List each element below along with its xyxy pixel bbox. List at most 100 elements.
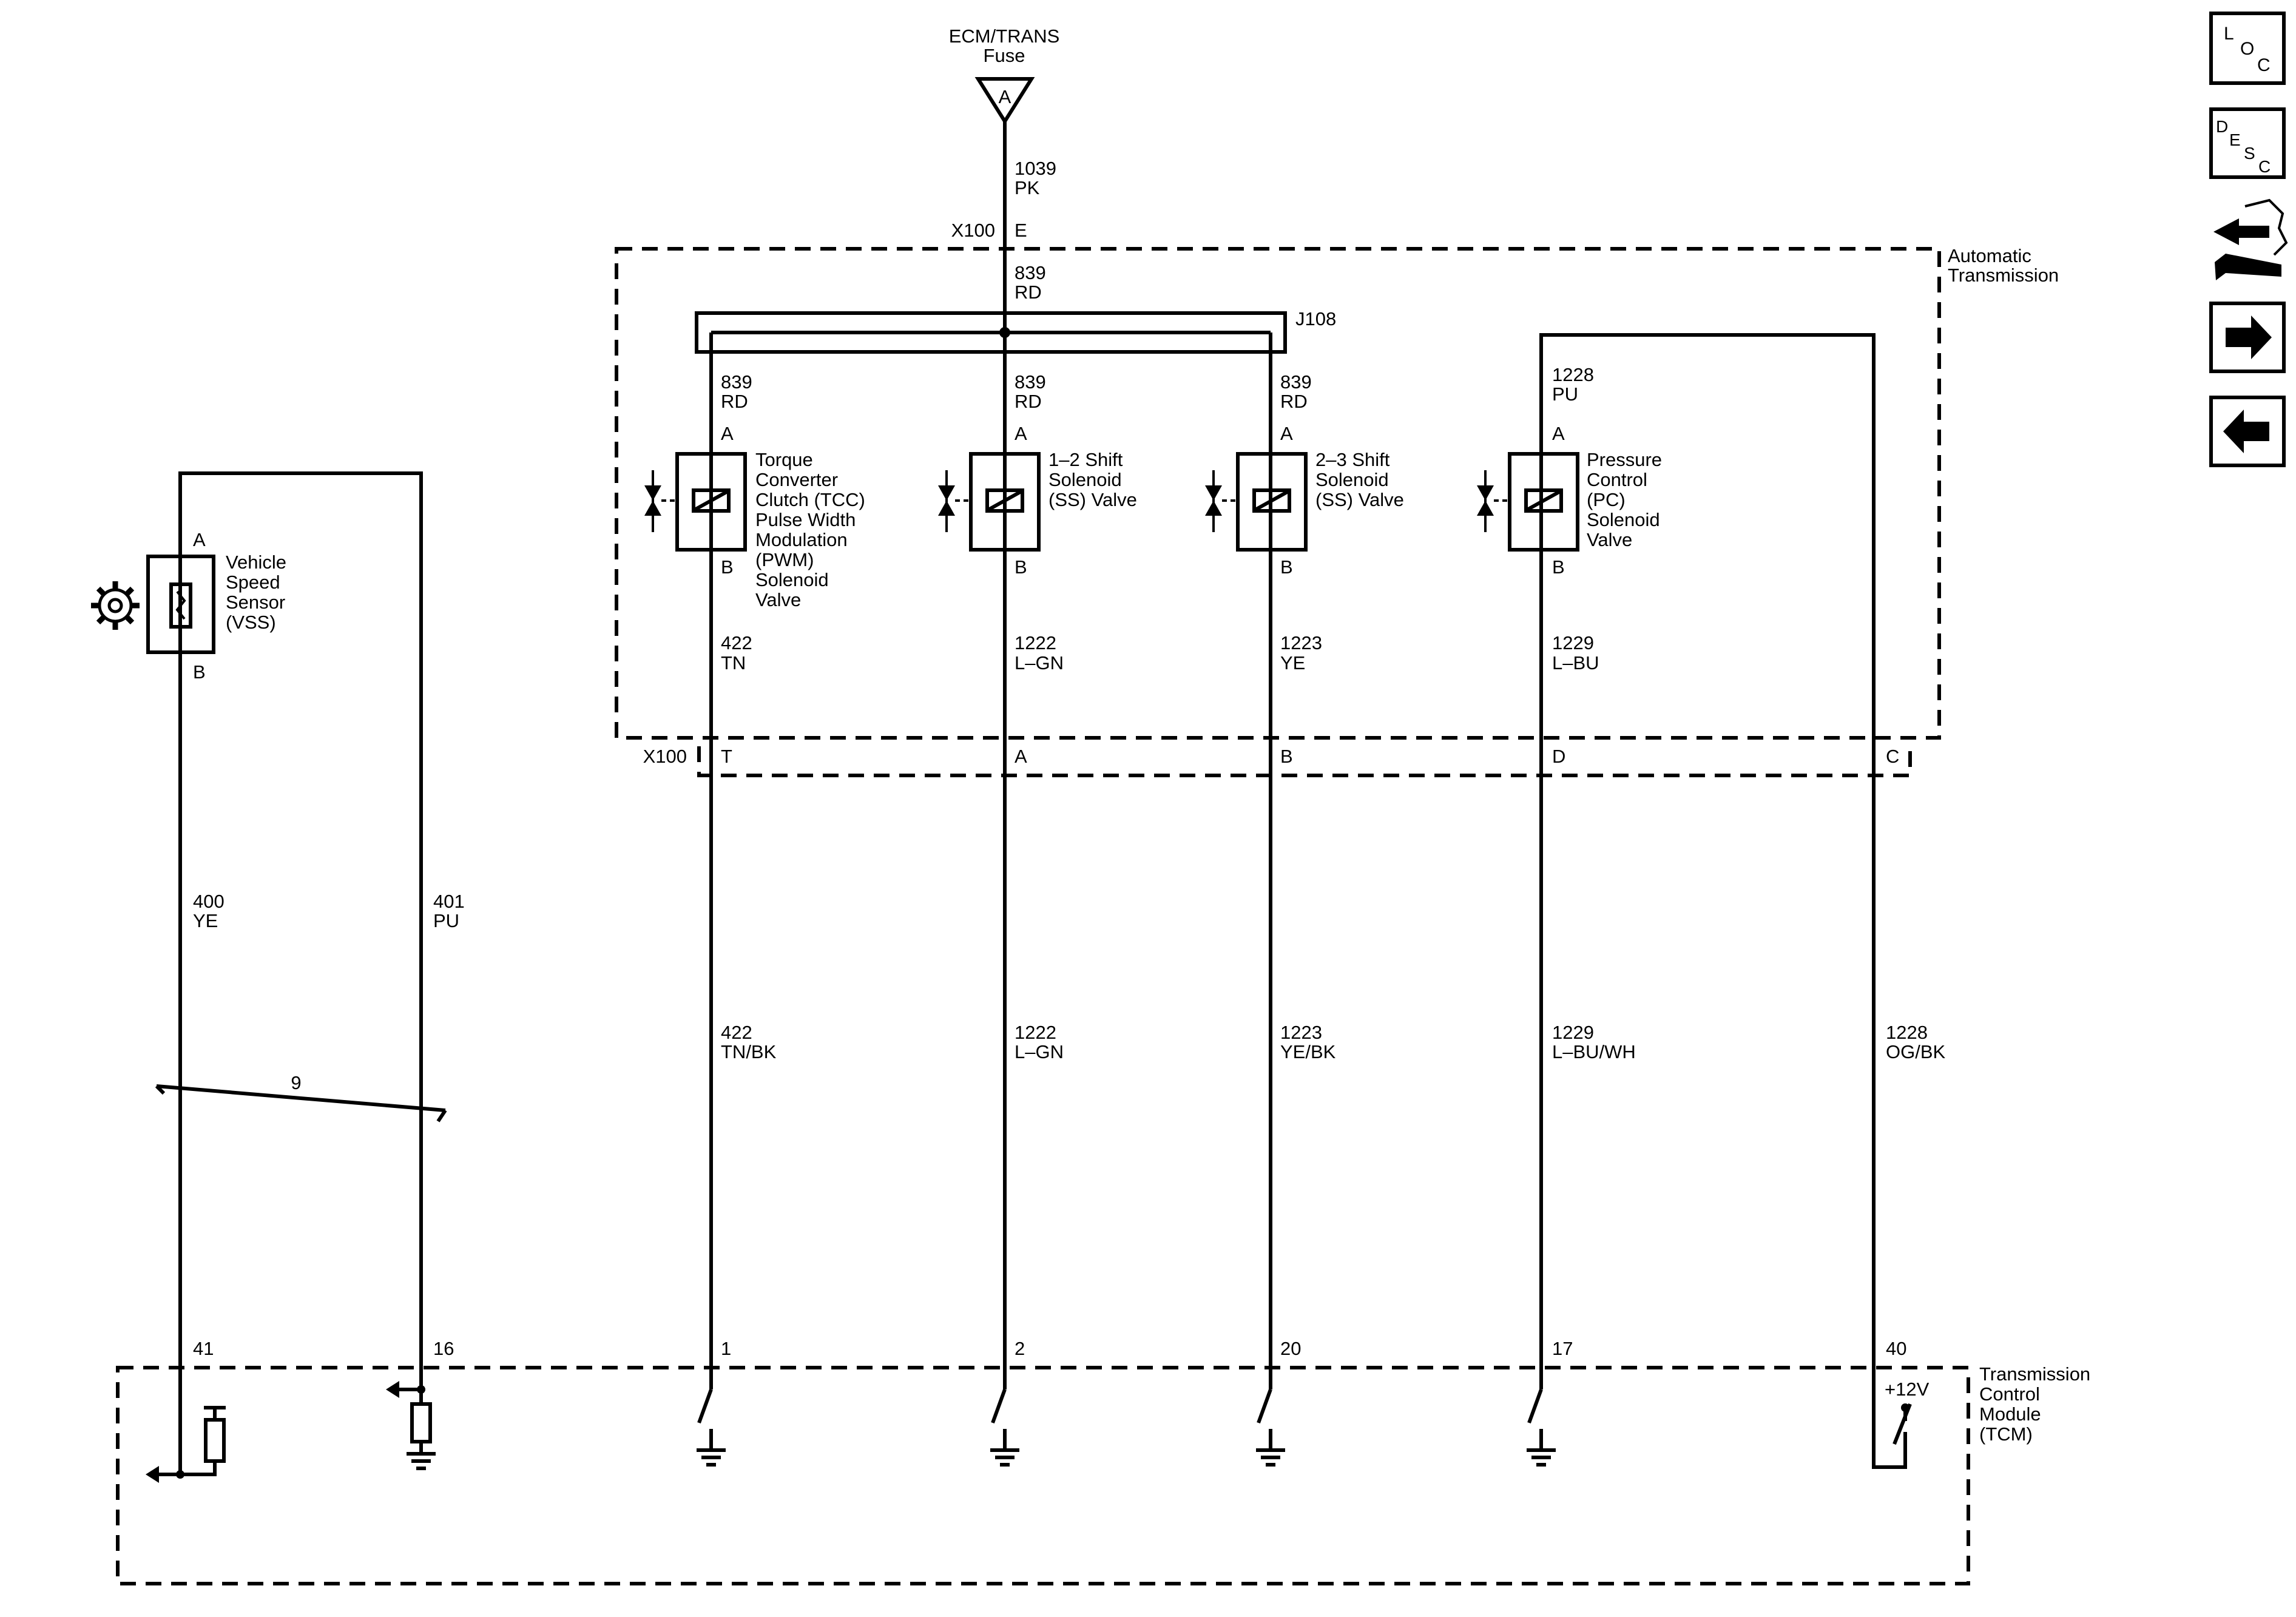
pc-supply-switch — [1893, 1403, 1912, 1445]
pc-name-3: Solenoid — [1587, 509, 1660, 530]
vss-pin-a: A — [193, 529, 206, 550]
vss-name-0: Vehicle — [226, 552, 286, 573]
pc-name-2: (PC) — [1587, 489, 1626, 510]
auto-trans-label-line1: Automatic — [1948, 245, 2031, 266]
ss23-name-0: 2–3 Shift — [1315, 449, 1390, 470]
tcc-harness-circuit: 422 — [721, 1022, 752, 1043]
fuse-terminal-label: A — [999, 86, 1011, 107]
ss23-color: RD — [1280, 391, 1308, 412]
tcm-boundary — [116, 1366, 1970, 1585]
pc-pin-b: B — [1552, 556, 1565, 578]
arrow-right-icon — [2226, 316, 2272, 359]
solenoid-pc: 1228 PU A B Pressure Control (PC) Soleno… — [1477, 333, 1907, 1469]
ss12-coil-slash — [987, 490, 1022, 511]
vss-name-1: Speed — [226, 572, 280, 593]
tcm-label-line0: Transmission — [1979, 1363, 2090, 1385]
tcc-pin-b: B — [721, 556, 734, 578]
twisted-pair-marker — [155, 1084, 447, 1122]
gear-icon — [91, 581, 140, 630]
tcc-x100-pin: T — [721, 746, 732, 767]
pc-coil — [1524, 488, 1563, 513]
top-circuit-number: 1039 — [1015, 158, 1056, 179]
pc-name-0: Pressure — [1587, 449, 1662, 470]
ss23-circuit: 839 — [1280, 371, 1312, 393]
feed-circuit-number: 839 — [1015, 262, 1046, 283]
fuse-name-line2: Fuse — [984, 45, 1025, 66]
ss23-driver-switch — [1257, 1388, 1272, 1424]
twisted-pair-label: 9 — [291, 1072, 301, 1093]
vss-body — [146, 555, 215, 654]
ss12-solenoid-body — [969, 452, 1041, 552]
vss-element — [169, 582, 192, 629]
loc-button[interactable]: L O C — [2209, 12, 2286, 85]
fuse-name-line1: ECM/TRANS — [949, 25, 1060, 47]
vss-wire2-number: 401 — [433, 891, 465, 912]
ss12-name-1: Solenoid — [1048, 469, 1122, 490]
tcc-name-1: Converter — [755, 469, 838, 490]
tcc-valve-icon — [644, 470, 677, 532]
vss-element-zigzag — [175, 590, 186, 620]
desc-button[interactable]: D E S C — [2209, 107, 2286, 179]
pc-circuit: 1228 — [1552, 364, 1594, 385]
vss-name-2: Sensor — [226, 592, 285, 613]
x100-lower-label: X100 — [643, 746, 687, 767]
ss23-harness-color: YE/BK — [1280, 1041, 1336, 1062]
tcc-name-5: (PWM) — [755, 549, 814, 570]
tcc-out-color: TN — [721, 652, 746, 673]
ss23-x100-pin: B — [1280, 746, 1293, 767]
desc-letter-c: C — [2258, 157, 2271, 176]
tcc-coil-slash — [694, 490, 729, 511]
vss-wire1-number: 400 — [193, 891, 225, 912]
loc-letter-c: C — [2257, 55, 2271, 75]
ss23-out-circuit: 1223 — [1280, 632, 1322, 653]
pc-name-4: Valve — [1587, 529, 1632, 550]
tcc-name-6: Solenoid — [755, 569, 829, 590]
tcc-solenoid-body — [675, 452, 747, 552]
splice-label: J108 — [1295, 308, 1336, 329]
ss12-driver-switch — [991, 1388, 1007, 1424]
desc-letter-e: E — [2229, 130, 2241, 149]
ss23-name-1: Solenoid — [1315, 469, 1389, 490]
vss-wire2-color: PU — [433, 910, 459, 931]
connector-service-button[interactable] — [2213, 198, 2288, 280]
pc-tcm-pin: 17 — [1552, 1338, 1573, 1359]
loc-letter-o: O — [2240, 39, 2254, 59]
tcc-tcm-pin: 1 — [721, 1338, 731, 1359]
previous-page-button[interactable] — [2209, 396, 2286, 467]
loc-letter-l: L — [2224, 24, 2234, 44]
pc-coil-slash — [1526, 490, 1561, 511]
tcc-coil — [692, 488, 731, 513]
auto-trans-label-line2: Transmission — [1948, 265, 2059, 286]
tcm-label-line2: Module — [1979, 1403, 2041, 1425]
ss12-harness-color: L–GN — [1015, 1041, 1064, 1062]
vss-wire1-color: YE — [193, 910, 218, 931]
tcc-name-0: Torque — [755, 449, 813, 470]
ss12-out-color: L–GN — [1015, 652, 1064, 673]
pc-pin-a: A — [1552, 423, 1565, 444]
arrow-left-icon — [2223, 410, 2269, 453]
pc-return-harness-color: OG/BK — [1886, 1041, 1946, 1062]
ss23-pin-b: B — [1280, 556, 1293, 578]
tcc-harness-color: TN/BK — [721, 1041, 777, 1062]
automatic-transmission-boundary — [615, 247, 1941, 740]
pc-solenoid-body — [1508, 452, 1579, 552]
ss23-solenoid-body — [1236, 452, 1308, 552]
fuse-terminal-triangle — [974, 77, 1035, 125]
pc-out-color: L–BU — [1552, 652, 1599, 673]
solenoid-ss23: 839 RD A B 2–3 Shift Solenoid (SS) Valve… — [1205, 333, 1404, 1389]
tcc-name-2: Clutch (TCC) — [755, 489, 865, 510]
pc-harness-color: L–BU/WH — [1552, 1041, 1636, 1062]
next-page-button[interactable] — [2209, 302, 2286, 373]
top-connector-name: X100 — [951, 220, 995, 241]
ss12-color: RD — [1015, 391, 1042, 412]
tcc-circuit: 839 — [721, 371, 752, 393]
vss-wire-loop — [178, 471, 423, 1474]
ss23-coil-slash — [1254, 490, 1289, 511]
ss23-coil — [1252, 488, 1291, 513]
tcm-label-line1: Control — [1979, 1383, 2040, 1405]
ss23-name-2: (SS) Valve — [1315, 489, 1404, 510]
tcm-grounds — [697, 1388, 1556, 1467]
fuse: ECM/TRANS Fuse A — [949, 25, 1060, 125]
tcc-out-circuit: 422 — [721, 632, 752, 653]
